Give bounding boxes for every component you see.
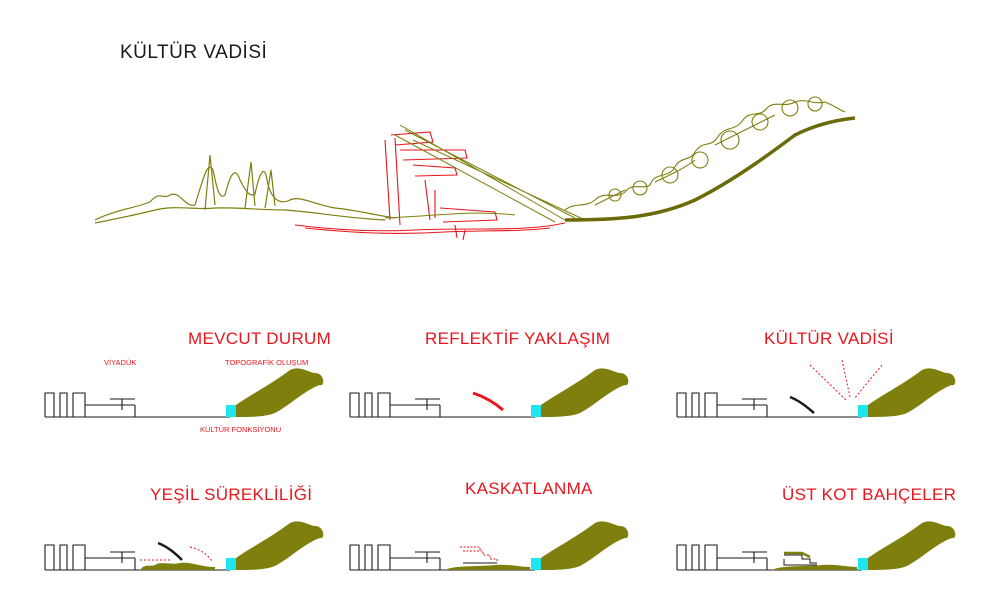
left-vegetation-sketch bbox=[94, 154, 396, 224]
section-diagram bbox=[349, 521, 629, 571]
panel-title: KASKATLANMA bbox=[465, 479, 593, 498]
topography-label: TOPOGRAFİK OLUŞUM bbox=[225, 358, 309, 367]
building-sketch bbox=[294, 131, 566, 241]
panel-ust-kot-bahceler: ÜST KOT BAHÇELER bbox=[672, 475, 972, 615]
section-diagram bbox=[44, 521, 324, 571]
panel-mevcut-durum: MEVCUT DURUM VİYADÜK TOPOGRAFİK OLUŞUM K… bbox=[40, 325, 340, 465]
section-diagram bbox=[44, 368, 324, 418]
section-diagram bbox=[676, 359, 956, 418]
viaduct-label: VİYADÜK bbox=[104, 358, 137, 367]
panel-title: MEVCUT DURUM bbox=[188, 329, 332, 348]
garden-levels bbox=[783, 554, 817, 566]
cascade-outline bbox=[460, 546, 498, 563]
panel-title: REFLEKTİF YAKLAŞIM bbox=[425, 329, 611, 348]
section-diagram bbox=[349, 368, 629, 418]
arrows bbox=[809, 359, 883, 402]
arrows bbox=[140, 546, 213, 562]
culture-function-label: KÜLTÜR FONKSİYONU bbox=[200, 425, 282, 434]
hero-section-sketch bbox=[94, 96, 856, 241]
hill-contour bbox=[564, 116, 856, 222]
panel-kultur-vadisi: KÜLTÜR VADİSİ bbox=[672, 325, 972, 465]
section-diagram bbox=[676, 521, 956, 571]
main-title: KÜLTÜR VADİSİ bbox=[120, 42, 268, 63]
right-trees-sketch bbox=[564, 96, 846, 211]
panel-reflektif-yaklasim: REFLEKTİF YAKLAŞIM bbox=[345, 325, 645, 465]
panel-kaskatlanma: KASKATLANMA bbox=[345, 475, 645, 615]
panel-title: YEŞİL SÜREKLİLİĞİ bbox=[150, 485, 313, 504]
panel-yesil-surekliligi: YEŞİL SÜREKLİLİĞİ bbox=[40, 475, 340, 615]
diagonal-sketch-lines bbox=[384, 124, 586, 223]
panel-title: KÜLTÜR VADİSİ bbox=[764, 329, 894, 348]
panel-title: ÜST KOT BAHÇELER bbox=[782, 485, 957, 504]
